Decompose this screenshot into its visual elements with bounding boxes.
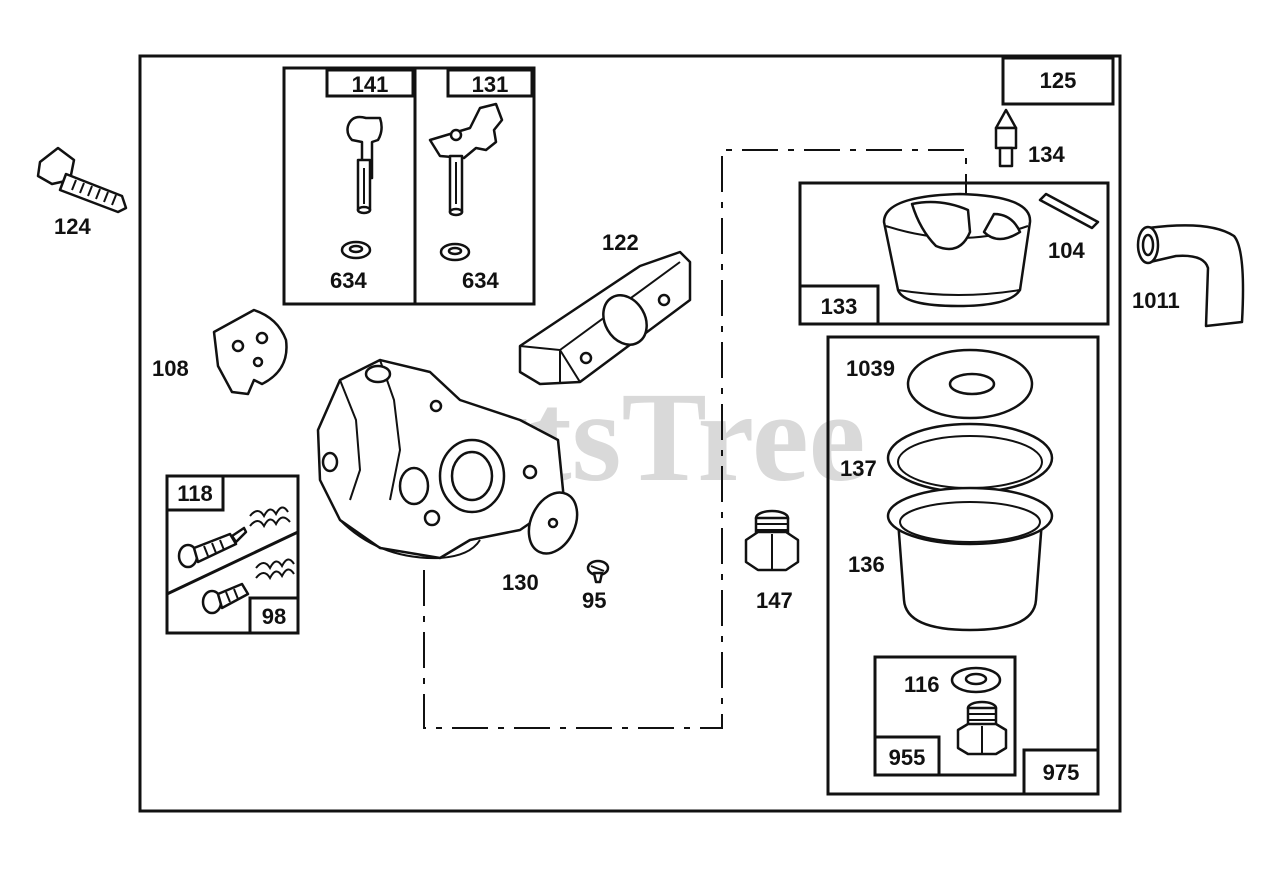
part-131-shaft[interactable] [428,102,504,217]
part-141-shaft[interactable] [346,115,383,215]
callout-1011[interactable]: 1011 [1132,288,1180,313]
kit-label-141: 141 [352,72,389,97]
callout-634-left[interactable]: 634 [330,268,367,293]
kit-label-125: 125 [1040,68,1077,93]
callouts: 124 108 634 634 122 134 104 1011 1039 13… [54,142,1180,697]
callout-95[interactable]: 95 [582,588,606,613]
callout-134[interactable]: 134 [1028,142,1065,167]
kit-box-118-98-frame [165,474,300,635]
kit-label-975: 975 [1043,760,1080,785]
kit-box-141[interactable]: 141 [325,68,415,98]
kit-label-131: 131 [472,72,509,97]
part-98-screw[interactable] [201,582,250,615]
part-116-washer[interactable] [950,666,1002,694]
kit-box-975[interactable]: 975 [1022,748,1100,796]
callout-124[interactable]: 124 [54,214,91,239]
kit-box-141-131 [282,66,536,306]
kit-box-125[interactable]: 125 [1001,56,1115,106]
kit-box-98[interactable]: 98 [248,596,300,635]
part-118-spring[interactable] [249,506,291,529]
part-122-insulator[interactable] [518,250,692,386]
kit-box-955-frame [873,655,1017,777]
kit-box-133-frame [798,181,1110,326]
part-634-washer-right[interactable] [439,242,471,262]
kit-box-131[interactable]: 131 [446,68,534,98]
part-124-bolt[interactable] [36,146,128,214]
callout-634-right[interactable]: 634 [462,268,499,293]
part-130-plate[interactable] [520,485,587,562]
assembly-line [423,149,967,729]
kit-box-133[interactable]: 133 [798,284,880,326]
callout-137[interactable]: 137 [840,456,877,481]
main-frame [138,54,1122,813]
part-137-ring[interactable] [886,422,1054,494]
part-95-screw[interactable] [586,559,610,584]
callout-104[interactable]: 104 [1048,238,1085,263]
kit-label-118: 118 [177,481,213,506]
callout-116[interactable]: 116 [904,672,940,697]
part-104-pin[interactable] [1038,192,1100,230]
kit-label-133: 133 [821,294,858,319]
kit-box-975-frame [826,335,1100,796]
part-118-screw[interactable] [177,526,248,569]
part-1039-disk[interactable] [906,348,1034,420]
part-1011-hose[interactable] [1136,224,1245,328]
callout-1039[interactable]: 1039 [846,356,895,381]
part-carburetor-body[interactable] [316,358,566,560]
part-136-bowl[interactable] [886,486,1054,632]
part-133-float[interactable] [882,192,1032,308]
kit-label-98: 98 [262,604,286,629]
callout-147[interactable]: 147 [756,588,793,613]
kit-box-118[interactable]: 118 [165,474,225,512]
kit-label-955: 955 [889,745,926,770]
kit-box-118-98-divider [166,530,299,596]
part-98-spring[interactable] [255,558,295,581]
callout-108[interactable]: 108 [152,356,189,381]
part-134-needle[interactable] [994,108,1018,168]
kit-box-955[interactable]: 955 [873,735,941,777]
callout-122[interactable]: 122 [602,230,639,255]
part-147-fitting[interactable] [744,509,800,572]
part-955-bolt[interactable] [956,700,1008,756]
part-108-gasket[interactable] [212,308,288,396]
callout-130[interactable]: 130 [502,570,539,595]
part-634-washer-left[interactable] [340,240,372,260]
callout-136[interactable]: 136 [848,552,885,577]
